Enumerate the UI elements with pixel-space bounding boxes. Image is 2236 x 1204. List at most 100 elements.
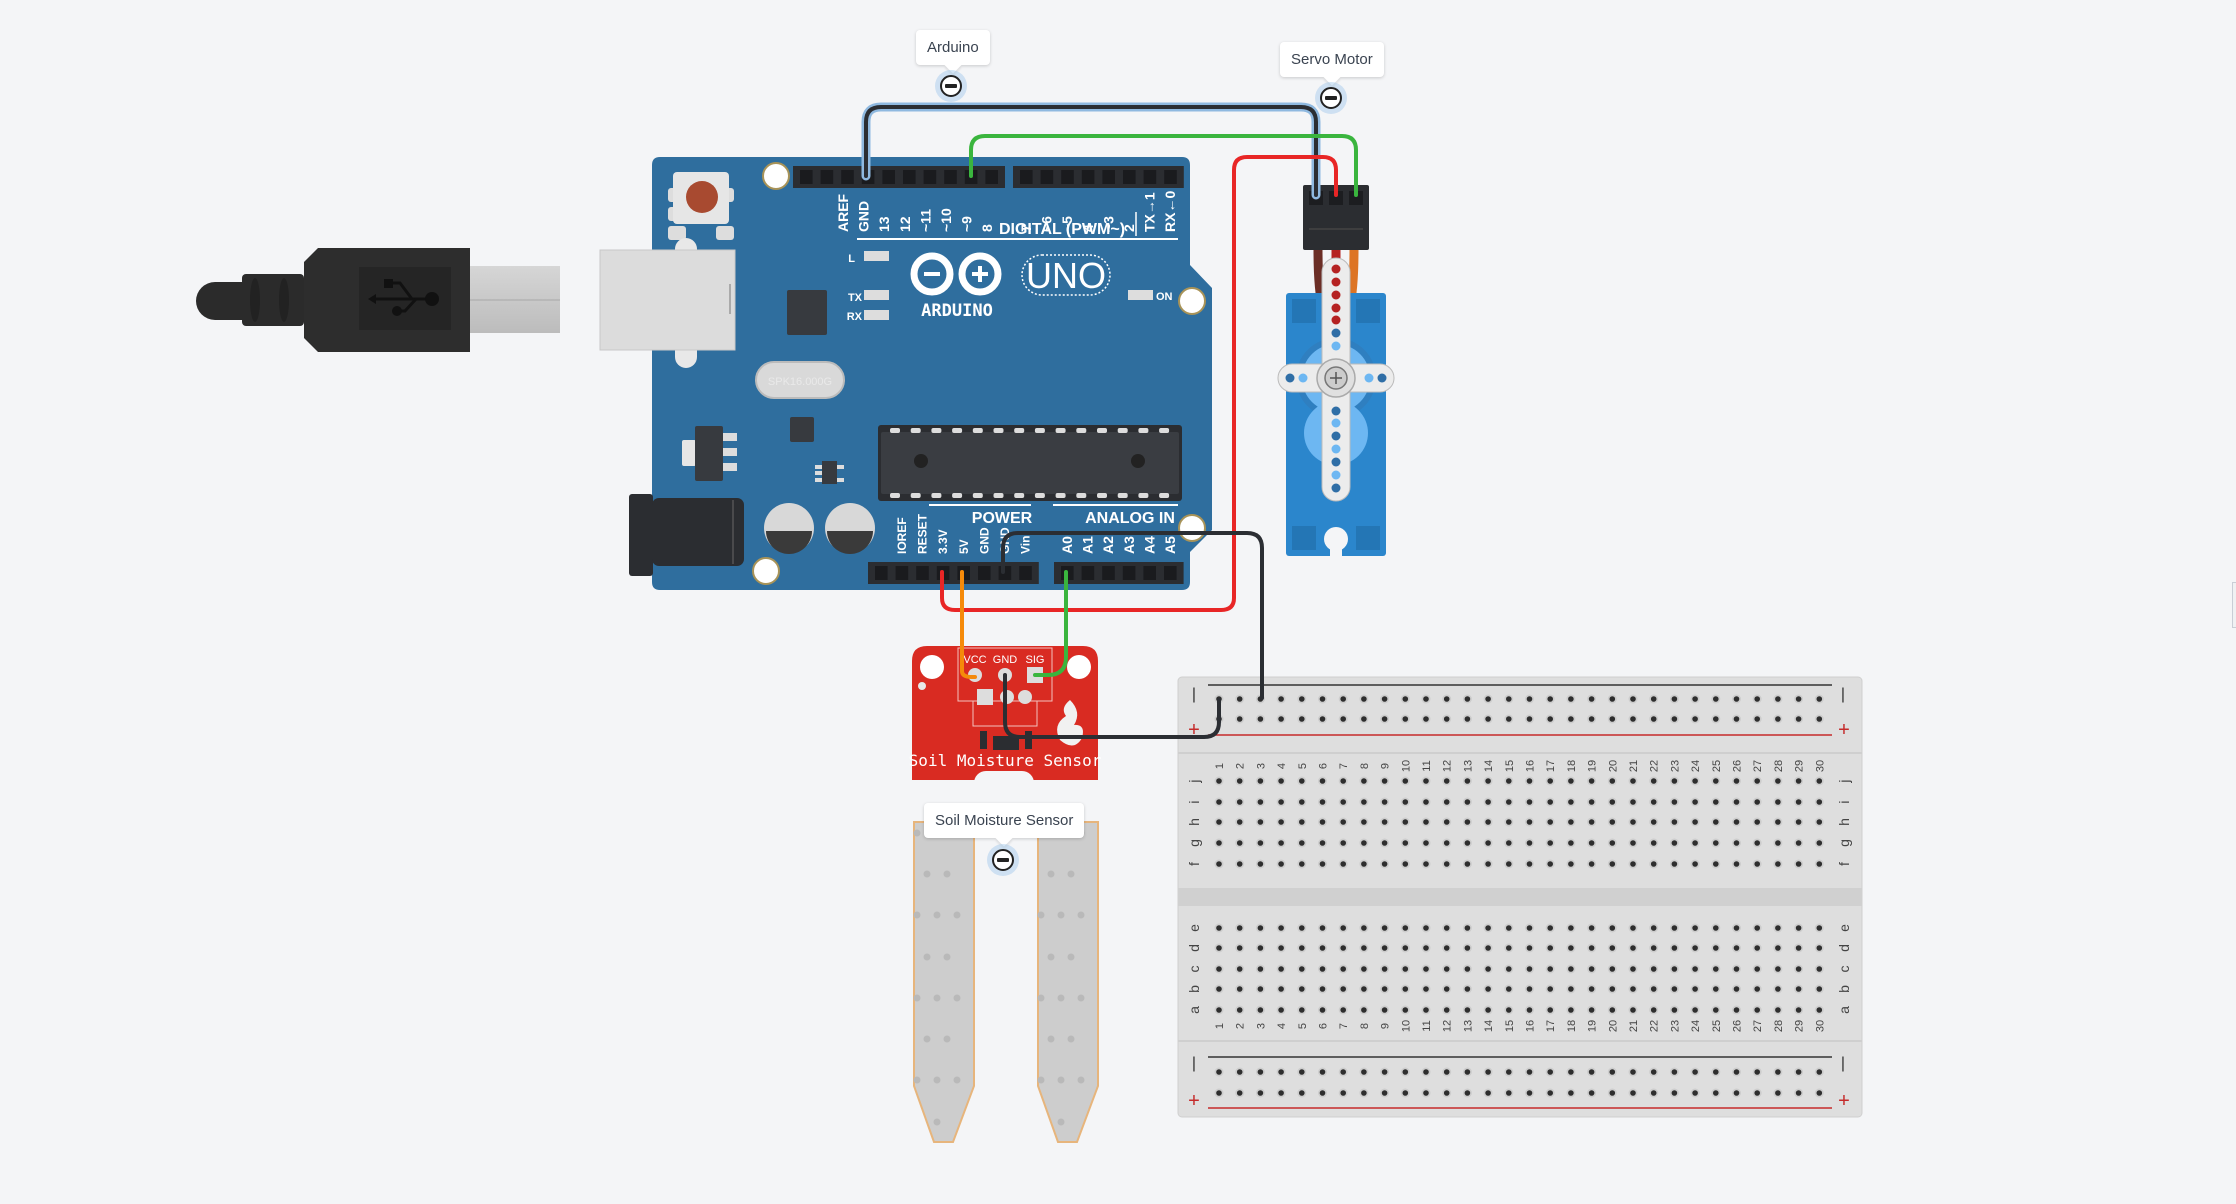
- header-pin[interactable]: [1081, 566, 1095, 580]
- header-pin[interactable]: [1081, 170, 1095, 184]
- breadboard-hole[interactable]: [1671, 696, 1678, 702]
- breadboard-hole[interactable]: [1733, 966, 1740, 972]
- breadboard-hole[interactable]: [1319, 1069, 1326, 1075]
- breadboard-hole[interactable]: [1464, 1069, 1471, 1075]
- breadboard-hole[interactable]: [1588, 799, 1595, 805]
- breadboard-hole[interactable]: [1485, 819, 1491, 825]
- breadboard-hole[interactable]: [1278, 819, 1284, 825]
- breadboard-hole[interactable]: [1568, 945, 1574, 951]
- breadboard-hole[interactable]: [1775, 799, 1781, 805]
- breadboard-hole[interactable]: [1443, 1007, 1450, 1013]
- breadboard-hole[interactable]: [1423, 986, 1429, 992]
- breadboard-hole[interactable]: [1381, 696, 1388, 702]
- breadboard-hole[interactable]: [1236, 986, 1243, 992]
- breadboard-hole[interactable]: [1464, 986, 1471, 992]
- header-pin[interactable]: [875, 566, 888, 580]
- header-pin[interactable]: [1164, 566, 1177, 580]
- breadboard-hole[interactable]: [1547, 840, 1553, 846]
- breadboard-hole[interactable]: [1402, 966, 1409, 972]
- breadboard-hole[interactable]: [1547, 986, 1553, 992]
- breadboard-hole[interactable]: [1692, 1007, 1698, 1013]
- breadboard-hole[interactable]: [1547, 861, 1553, 867]
- breadboard-hole[interactable]: [1361, 966, 1367, 972]
- breadboard-hole[interactable]: [1568, 696, 1574, 702]
- breadboard-hole[interactable]: [1216, 986, 1222, 992]
- breadboard-hole[interactable]: [1216, 799, 1222, 805]
- breadboard-hole[interactable]: [1650, 966, 1657, 972]
- sensor-collapse-icon[interactable]: [992, 849, 1014, 871]
- breadboard-hole[interactable]: [1319, 716, 1326, 722]
- breadboard-hole[interactable]: [1713, 696, 1719, 702]
- breadboard-hole[interactable]: [1609, 861, 1616, 867]
- breadboard-hole[interactable]: [1588, 966, 1595, 972]
- breadboard-hole[interactable]: [1402, 945, 1409, 951]
- breadboard-hole[interactable]: [1381, 1090, 1388, 1096]
- breadboard-hole[interactable]: [1816, 1069, 1823, 1075]
- breadboard-hole[interactable]: [1795, 986, 1802, 992]
- breadboard-hole[interactable]: [1506, 696, 1512, 702]
- breadboard-hole[interactable]: [1816, 716, 1823, 722]
- breadboard-hole[interactable]: [1588, 840, 1595, 846]
- breadboard-hole[interactable]: [1568, 986, 1574, 992]
- breadboard-hole[interactable]: [1775, 861, 1781, 867]
- breadboard-hole[interactable]: [1692, 696, 1698, 702]
- breadboard-hole[interactable]: [1299, 1090, 1305, 1096]
- header-pin[interactable]: [1019, 566, 1032, 580]
- breadboard-hole[interactable]: [1650, 986, 1657, 992]
- breadboard-hole[interactable]: [1588, 1090, 1595, 1096]
- breadboard-hole[interactable]: [1340, 945, 1346, 951]
- breadboard-hole[interactable]: [1650, 861, 1657, 867]
- breadboard-hole[interactable]: [1609, 945, 1616, 951]
- power-jack[interactable]: [652, 498, 744, 566]
- header-pin[interactable]: [978, 566, 991, 580]
- breadboard-hole[interactable]: [1671, 778, 1678, 784]
- breadboard-hole[interactable]: [1568, 966, 1574, 972]
- breadboard-hole[interactable]: [1216, 840, 1222, 846]
- breadboard-hole[interactable]: [1733, 1069, 1740, 1075]
- breadboard-hole[interactable]: [1319, 778, 1326, 784]
- breadboard-hole[interactable]: [1588, 778, 1595, 784]
- breadboard-hole[interactable]: [1526, 778, 1533, 784]
- breadboard-hole[interactable]: [1526, 986, 1533, 992]
- breadboard-hole[interactable]: [1278, 1090, 1284, 1096]
- breadboard-hole[interactable]: [1754, 986, 1760, 992]
- breadboard-hole[interactable]: [1402, 840, 1409, 846]
- breadboard-hole[interactable]: [1402, 1007, 1409, 1013]
- breadboard-hole[interactable]: [1257, 1007, 1264, 1013]
- breadboard-hole[interactable]: [1713, 861, 1719, 867]
- breadboard-hole[interactable]: [1733, 1007, 1740, 1013]
- breadboard-hole[interactable]: [1278, 966, 1284, 972]
- breadboard-hole[interactable]: [1485, 945, 1491, 951]
- breadboard-hole[interactable]: [1588, 1007, 1595, 1013]
- breadboard-hole[interactable]: [1340, 778, 1346, 784]
- breadboard-hole[interactable]: [1692, 945, 1698, 951]
- breadboard-hole[interactable]: [1361, 986, 1367, 992]
- breadboard-hole[interactable]: [1650, 696, 1657, 702]
- breadboard-hole[interactable]: [1650, 799, 1657, 805]
- breadboard-hole[interactable]: [1464, 716, 1471, 722]
- breadboard-hole[interactable]: [1630, 986, 1636, 992]
- breadboard-hole[interactable]: [1547, 799, 1553, 805]
- breadboard-hole[interactable]: [1506, 986, 1512, 992]
- breadboard-hole[interactable]: [1816, 966, 1823, 972]
- breadboard-hole[interactable]: [1236, 778, 1243, 784]
- breadboard-hole[interactable]: [1713, 945, 1719, 951]
- breadboard-hole[interactable]: [1236, 716, 1243, 722]
- header-pin[interactable]: [1040, 170, 1054, 184]
- breadboard-hole[interactable]: [1443, 945, 1450, 951]
- breadboard-hole[interactable]: [1381, 925, 1388, 931]
- breadboard-hole[interactable]: [1671, 945, 1678, 951]
- breadboard-hole[interactable]: [1775, 925, 1781, 931]
- breadboard-hole[interactable]: [1609, 840, 1616, 846]
- breadboard-hole[interactable]: [1795, 861, 1802, 867]
- breadboard-hole[interactable]: [1547, 1007, 1553, 1013]
- breadboard-hole[interactable]: [1423, 861, 1429, 867]
- breadboard-hole[interactable]: [1671, 1007, 1678, 1013]
- breadboard-hole[interactable]: [1733, 716, 1740, 722]
- wire-gnd-to-breadboard[interactable]: [1001, 531, 1264, 700]
- breadboard-hole[interactable]: [1775, 819, 1781, 825]
- breadboard-hole[interactable]: [1630, 696, 1636, 702]
- header-pin[interactable]: [1102, 566, 1115, 580]
- breadboard-hole[interactable]: [1547, 925, 1553, 931]
- header-pin[interactable]: [944, 170, 957, 184]
